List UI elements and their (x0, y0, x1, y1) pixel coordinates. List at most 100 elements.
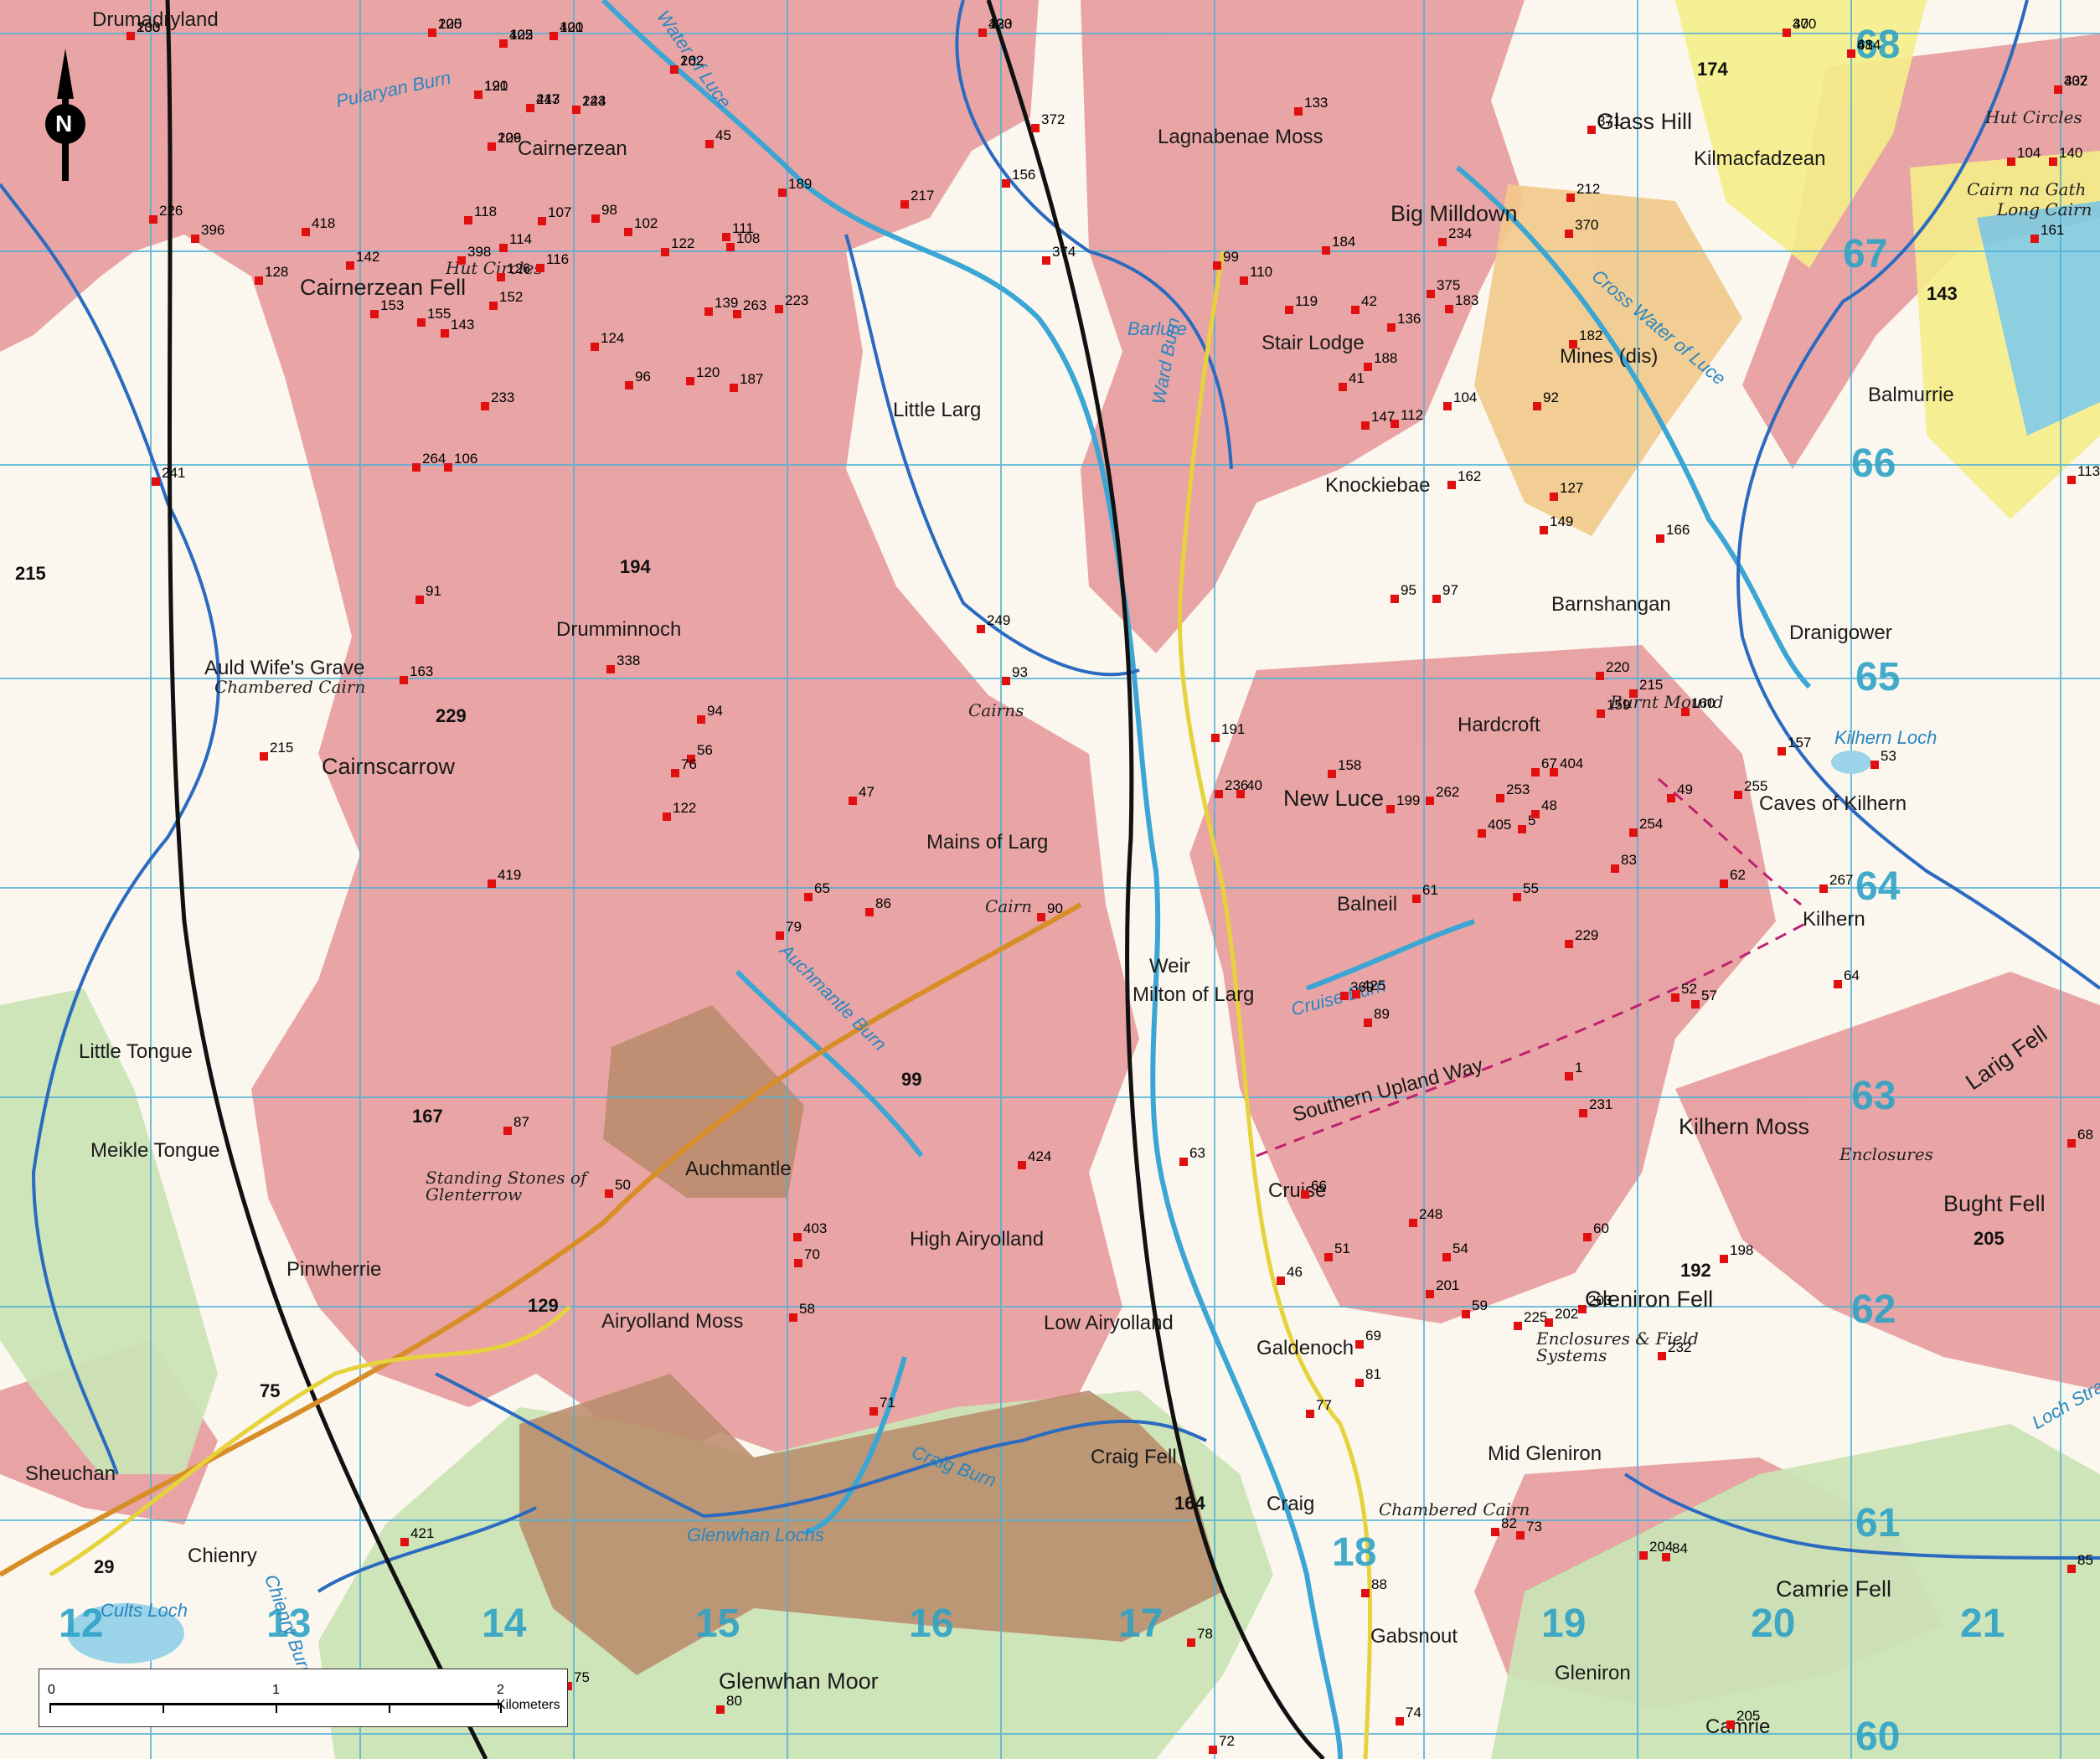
site-marker: 55 (1513, 880, 1539, 901)
site-marker: 86 (865, 895, 891, 916)
site-marker: 243 (525, 91, 560, 112)
antiquity-label: Hut Circles (446, 258, 543, 278)
site-marker: 64 (1834, 967, 1860, 988)
place-label: Sheuchan (25, 1462, 116, 1485)
site-marker: 26 (670, 53, 696, 74)
site-marker: 96 (625, 369, 651, 389)
site-marker: 71 (869, 1395, 895, 1416)
place-label: Mains of Larg (926, 831, 1049, 854)
site-marker: 425 (1351, 978, 1386, 998)
site-marker: 414 (1846, 37, 1881, 58)
site-marker: 267 (1819, 872, 1854, 893)
site-marker: 110 (1239, 264, 1273, 285)
site-marker: 47 (849, 784, 875, 805)
site-marker: 189 (777, 176, 813, 197)
north-label: N (55, 111, 73, 137)
site-marker: 133 (1293, 95, 1329, 116)
spot-height: 174 (1697, 59, 1728, 80)
site-marker: 81 (1355, 1366, 1381, 1387)
site-marker: 85 (2067, 1552, 2093, 1573)
place-label: Bught Fell (1943, 1191, 2046, 1216)
place-label: Gleniron (1555, 1662, 1631, 1684)
site-marker: 77 (1306, 1397, 1332, 1418)
site-marker: 371 (1587, 113, 1622, 134)
grid-label: 63 (1851, 1074, 1896, 1118)
site-marker: 419 (487, 867, 522, 888)
place-label: Cairnerzean Fell (300, 275, 467, 300)
site-marker: 403 (792, 1220, 828, 1241)
site-marker: 375 (1426, 277, 1461, 298)
site-marker: 107 (537, 204, 572, 225)
scale-label: 1 (272, 1683, 280, 1697)
site-marker: 190 (473, 78, 508, 99)
site-marker: 37 (1783, 16, 1808, 37)
site-marker: 202 (1544, 1306, 1579, 1327)
site-marker: 93 (1002, 664, 1028, 685)
site-marker: 78 (1187, 1626, 1213, 1647)
site-marker: 158 (1327, 757, 1362, 778)
site-marker: 162 (1447, 468, 1482, 489)
site-marker: 126 (496, 260, 531, 281)
antiquity-label: Enclosures (1839, 1144, 1933, 1164)
place-label: Weir (1149, 955, 1190, 978)
site-marker: 143 (440, 317, 475, 338)
site-marker: 75 (564, 1669, 590, 1690)
spot-height: 215 (15, 563, 46, 584)
site-marker: 204 (1638, 1539, 1674, 1560)
spot-height: 192 (1680, 1260, 1711, 1281)
site-marker: 232 (1657, 1339, 1692, 1360)
site-marker: 91 (415, 583, 441, 604)
site-marker: 128 (254, 264, 289, 285)
site-marker: 84 (1662, 1540, 1688, 1561)
site-marker: 147 (1360, 409, 1396, 430)
grid-label: 12 (59, 1602, 104, 1646)
site-marker: 106 (443, 451, 478, 472)
site-marker: 104 (1442, 389, 1478, 410)
site-marker: 370 (1564, 217, 1599, 238)
grid-label: 60 (1855, 1715, 1901, 1759)
site-marker: 118 (463, 204, 498, 224)
site-marker: 421 (400, 1525, 435, 1546)
antiquity-label: Cairn (985, 896, 1033, 916)
place-label: Pinwherrie (286, 1258, 382, 1281)
grid-label: 64 (1855, 864, 1901, 909)
site-marker: 136 (1386, 311, 1421, 332)
grid-label: 17 (1118, 1602, 1164, 1646)
grid-label: 65 (1855, 655, 1901, 699)
antiquity-label: Caves of Kilhern (1759, 792, 1907, 815)
place-label: Auchmantle (685, 1158, 792, 1180)
spot-height: 205 (1974, 1228, 2005, 1249)
site-marker: 153 (369, 297, 405, 318)
grid-label: 68 (1855, 23, 1901, 67)
antiquity-label: Standing Stones of Glenterrow (426, 1168, 587, 1204)
place-label: Mines (dis) (1560, 345, 1659, 368)
site-marker: 159 (1596, 697, 1631, 718)
site-marker: 79 (776, 919, 802, 940)
site-marker: 263 (732, 297, 767, 318)
site-marker: 56 (687, 742, 713, 763)
site-marker: 149 (1539, 513, 1574, 534)
site-marker: 215 (1628, 677, 1664, 698)
place-label: Dranigower (1789, 622, 1892, 644)
place-label: Meikle Tongue (90, 1139, 220, 1162)
site-marker: 253 (1495, 781, 1530, 802)
site-marker: 1 (1564, 1060, 1583, 1081)
site-marker: 398 (457, 244, 492, 265)
place-label: Mid Gleniron (1488, 1442, 1602, 1465)
site-marker: 201 (1425, 1277, 1460, 1298)
place-label: Glenwhan Moor (719, 1669, 879, 1694)
place-label: Galdenoch (1256, 1337, 1354, 1359)
site-marker: 184 (1321, 234, 1356, 255)
site-marker: 59 (1462, 1297, 1488, 1318)
place-label: Hardcroft (1458, 714, 1540, 736)
site-marker: 51 (1324, 1241, 1350, 1261)
site-marker: 95 (1391, 582, 1416, 603)
grid-label: 18 (1332, 1530, 1377, 1575)
site-marker: 114 (498, 231, 533, 252)
site-marker: 41 (1339, 370, 1365, 391)
spot-height: 167 (412, 1106, 443, 1127)
site-marker: 74 (1396, 1705, 1421, 1725)
site-marker: 94 (697, 703, 723, 724)
site-marker: 127 (1549, 480, 1584, 501)
